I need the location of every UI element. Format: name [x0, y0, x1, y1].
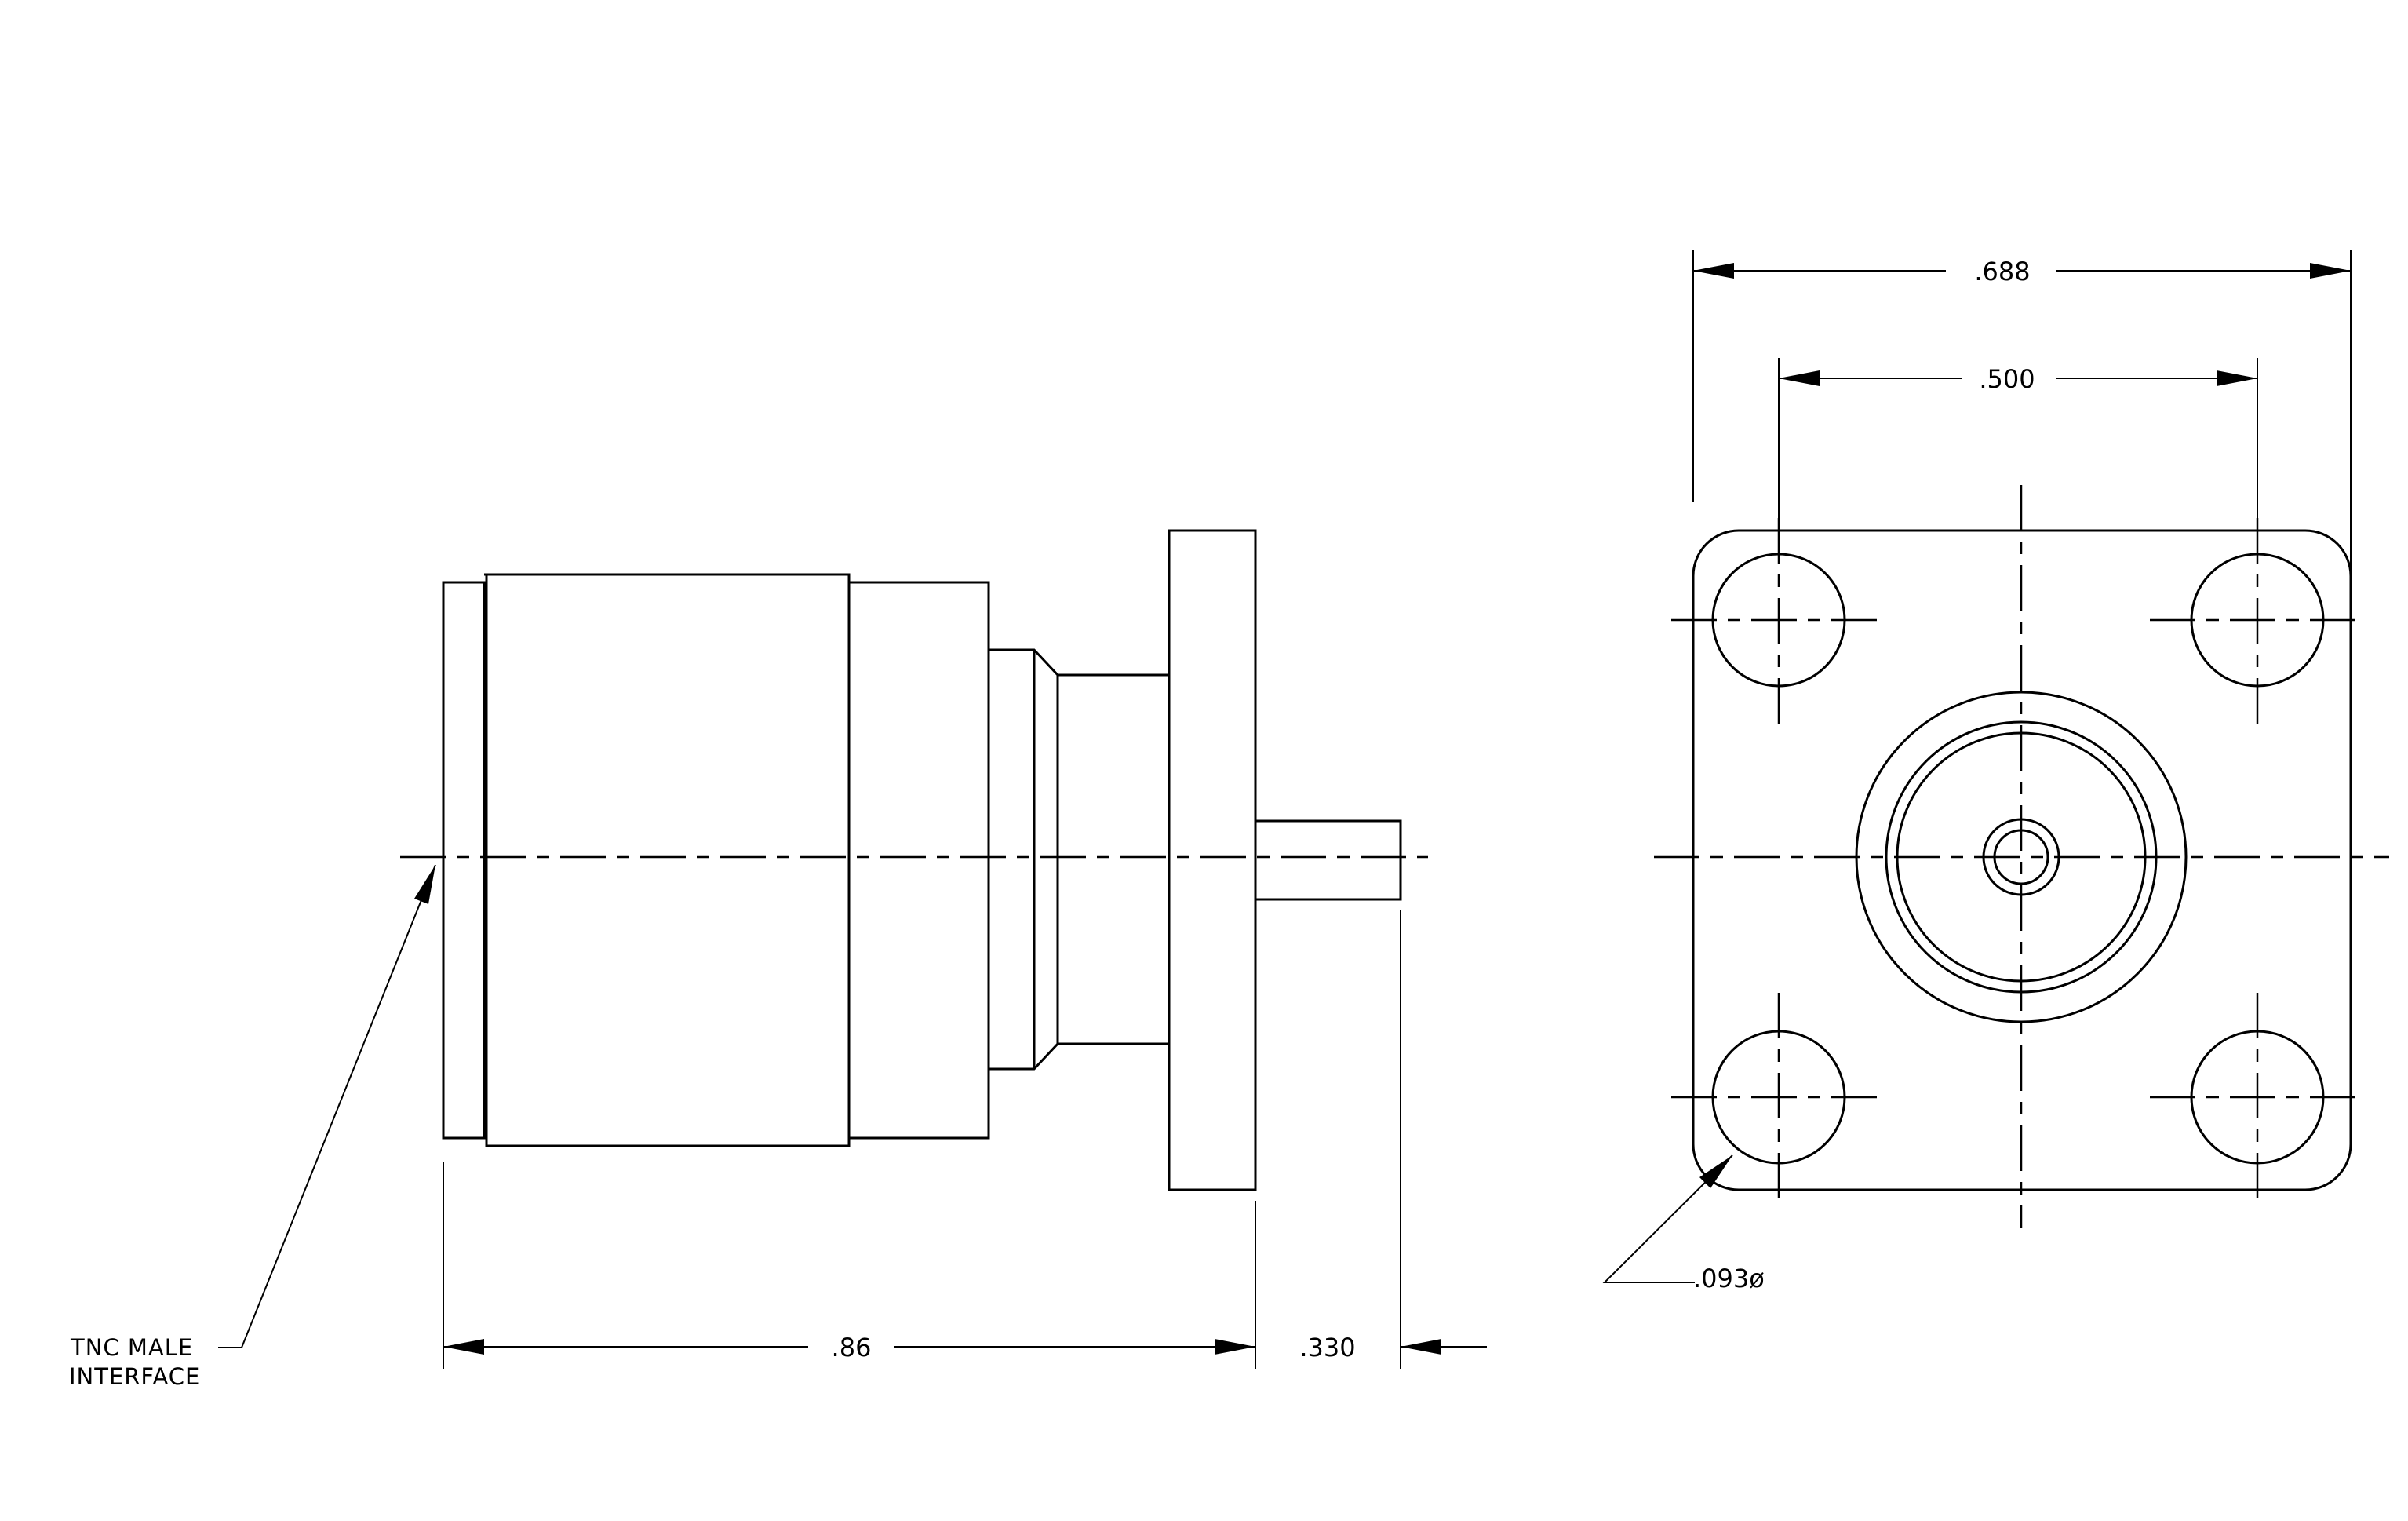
- hole-dia-leader: [1602, 1154, 1733, 1283]
- mounting-hole-bl: [1671, 993, 1883, 1201]
- note-tnc-male: TNC MALE: [70, 1334, 193, 1361]
- front-view: .688 .500 .093ø: [1602, 250, 2389, 1293]
- interface-leader: [218, 864, 436, 1348]
- outer-ring: [1855, 691, 2188, 1023]
- dim-length: .86: [832, 1333, 872, 1362]
- center-pin: [1255, 819, 1402, 901]
- middle-ring: [1885, 720, 2158, 994]
- pin-socket-inner: [1993, 829, 2049, 885]
- dim-hole-spacing: .500: [1979, 364, 2035, 394]
- knurled-coupling-nut: [485, 573, 851, 1147]
- inner-ring: [1896, 731, 2147, 983]
- note-interface: INTERFACE: [69, 1363, 200, 1390]
- mounting-hole-tr: [2150, 518, 2362, 726]
- connector-body: [847, 581, 990, 1140]
- dim-hole-dia: .093ø: [1693, 1264, 1765, 1293]
- mounting-hole-tl: [1671, 518, 1883, 726]
- side-flange: [1168, 529, 1257, 1191]
- dim-overall: .688: [1974, 257, 2030, 286]
- side-view: .86 .330 TNC MALE INTERFACE: [69, 529, 1487, 1390]
- body-step: [989, 648, 1059, 1071]
- dim-pin: .330: [1299, 1333, 1355, 1362]
- mounting-hole-br: [2150, 993, 2362, 1201]
- pin-socket-outer: [1982, 818, 2060, 896]
- coupling-lip: [442, 581, 486, 1140]
